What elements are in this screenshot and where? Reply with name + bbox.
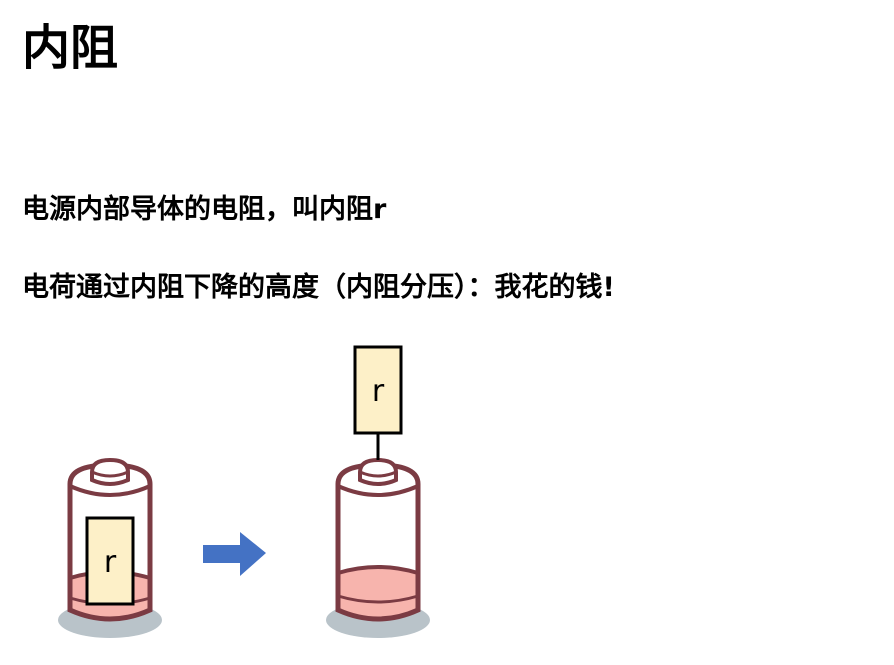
- battery-left-cap: [90, 457, 130, 486]
- resistor-outside-label: r: [372, 374, 385, 409]
- voltage-drop-text: 电荷通过内阻下降的高度（内阻分压）：我花的钱!: [22, 272, 615, 303]
- battery-right-liquid: [338, 567, 418, 617]
- battery-left-body: [67, 462, 153, 622]
- battery-diagram: r r: [58, 345, 430, 638]
- resistor-inside-label: r: [104, 545, 117, 580]
- battery-left: r: [58, 457, 162, 638]
- definition-text: 电源内部导体的电阻，叫内阻r: [22, 194, 387, 225]
- battery-right-cap: [358, 457, 398, 486]
- battery-right-body: [335, 462, 421, 622]
- resistor-outside: [353, 345, 403, 435]
- resistor-inside: [85, 516, 135, 606]
- transform-arrow: [203, 532, 266, 576]
- battery-right: r: [326, 345, 430, 638]
- page-title: 内阻: [22, 20, 119, 76]
